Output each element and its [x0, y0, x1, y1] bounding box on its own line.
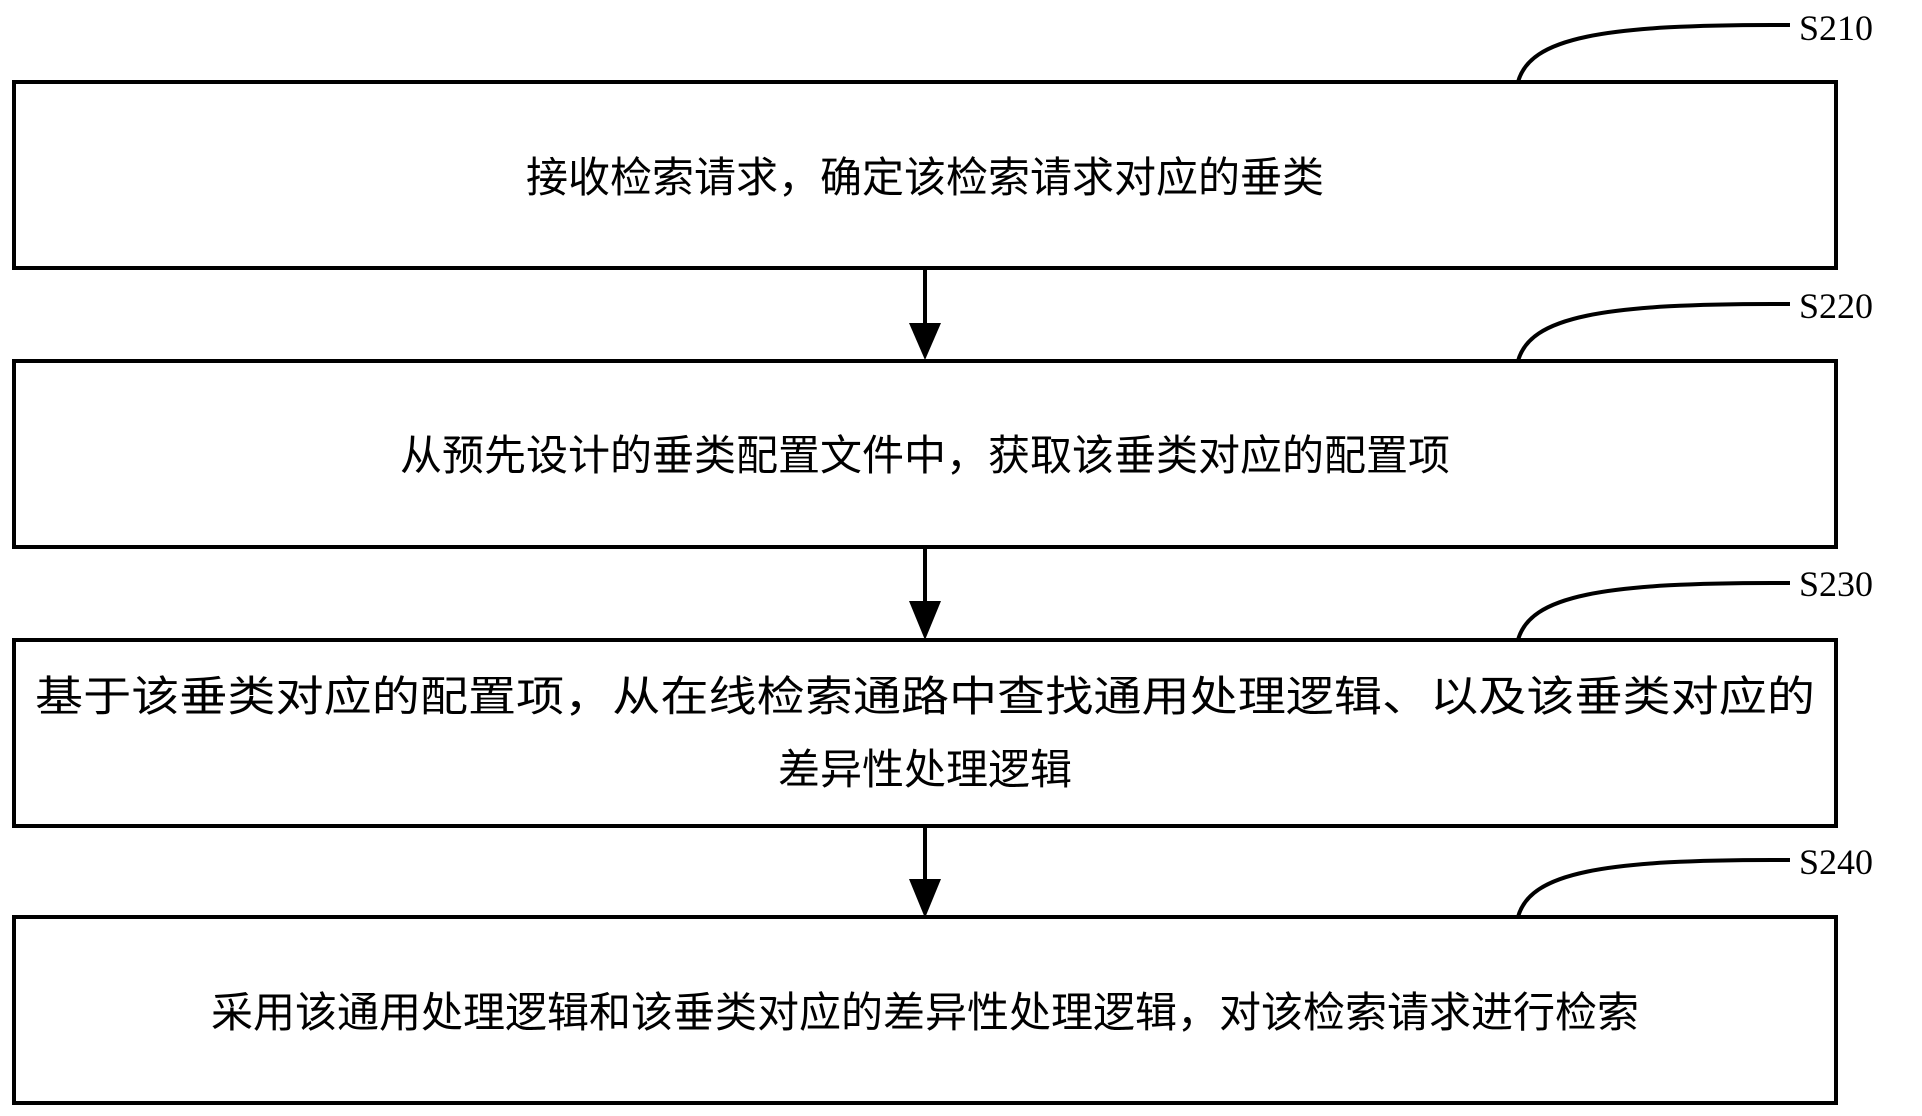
- step-label-leader: [1516, 580, 1791, 641]
- step-box: [12, 638, 1838, 828]
- step-text: 从预先设计的垂类配置文件中，获取该垂类对应的配置项: [400, 431, 1450, 480]
- step-label-leader: [1516, 857, 1791, 918]
- step-s230: S230 基于该垂类对应的配置项，从在线检索通路中查找通用处理逻辑、以及该垂类对…: [12, 564, 1873, 828]
- step-label: S210: [1799, 8, 1873, 48]
- flow-arrow: [909, 826, 941, 918]
- step-text: 采用该通用处理逻辑和该垂类对应的差异性处理逻辑，对该检索请求进行检索: [211, 988, 1639, 1037]
- step-box: [12, 80, 1838, 270]
- step-s220: S220 从预先设计的垂类配置文件中，获取该垂类对应的配置项: [12, 286, 1873, 549]
- step-text-continued: 差异性处理逻辑: [778, 745, 1072, 794]
- step-text: 接收检索请求，确定该检索请求对应的垂类: [526, 153, 1324, 202]
- step-label: S230: [1799, 564, 1873, 604]
- step-box: [12, 915, 1838, 1105]
- arrow-head: [909, 601, 941, 640]
- flow-arrow: [909, 268, 941, 360]
- step-label: S240: [1799, 842, 1873, 882]
- step-label-leader: [1516, 22, 1791, 83]
- step-text: 基于该垂类对应的配置项，从在线检索通路中查找通用处理逻辑、以及该垂类对应的: [35, 672, 1815, 721]
- arrow-head: [909, 879, 941, 918]
- arrow-head: [909, 323, 941, 360]
- step-s240: S240 采用该通用处理逻辑和该垂类对应的差异性处理逻辑，对该检索请求进行检索: [12, 842, 1873, 1105]
- step-box: [12, 359, 1838, 549]
- step-label: S220: [1799, 286, 1873, 326]
- flow-arrow: [909, 547, 941, 640]
- step-s210: S210 接收检索请求，确定该检索请求对应的垂类: [12, 8, 1873, 270]
- step-label-leader: [1516, 301, 1791, 362]
